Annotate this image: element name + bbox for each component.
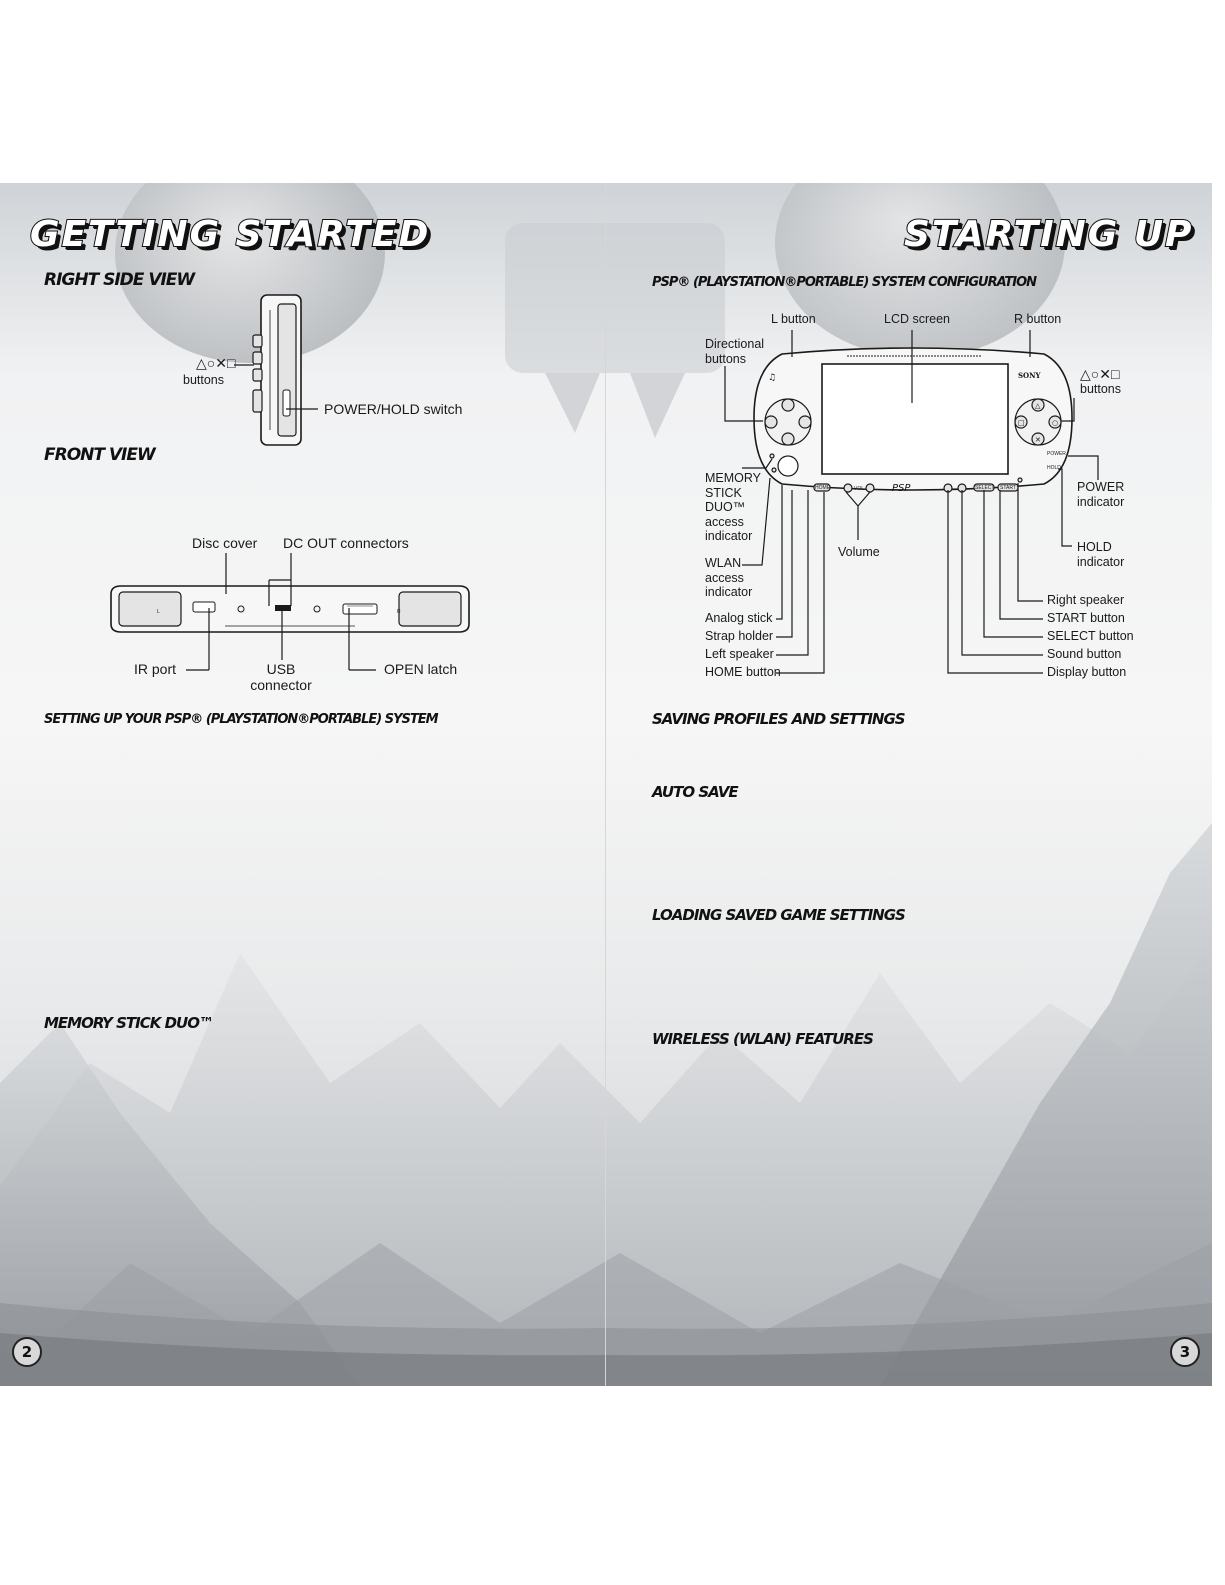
front-r-mark: R: [397, 609, 401, 615]
saving-profiles-heading: Saving Profiles and Settings: [652, 710, 906, 728]
svg-text:△: △: [1035, 402, 1041, 410]
memory-stick-heading: Memory Stick Duo™: [44, 1014, 214, 1032]
hold-indicator-label-2: indicator: [1077, 555, 1125, 569]
left-page-number: 2: [12, 1337, 42, 1367]
sound-button-label: Sound button: [1047, 647, 1122, 661]
open-latch-slider: [342, 603, 378, 615]
setup-heading: Setting up your PSP® (PlayStation®Portab…: [44, 712, 439, 727]
svg-text:○: ○: [1052, 419, 1058, 427]
start-button-label: START button: [1047, 611, 1125, 625]
mountain-background-art: [0, 183, 1212, 1386]
loading-settings-heading: Loading Saved Game Settings: [652, 906, 906, 924]
power-indicator-label-1: POWER: [1077, 480, 1125, 494]
front-l-mark: L: [157, 609, 160, 615]
display-button-label: Display button: [1047, 665, 1127, 679]
lcd-screen: [821, 363, 1009, 475]
power-hold-switch-label: POWER/HOLD switch: [324, 401, 463, 417]
system-configuration-heading: PSP® (PlayStation®Portable) system confi…: [652, 275, 1037, 290]
hold-indicator-label-1: HOLD: [1077, 540, 1112, 554]
power-mark: POWER: [1047, 451, 1066, 457]
svg-text:□: □: [1018, 419, 1025, 427]
ir-port-window: [192, 601, 216, 613]
directional-label-1: Directional: [705, 337, 765, 351]
start-mark: START: [1000, 485, 1016, 491]
right-side-buttons-label: buttons: [183, 373, 225, 387]
open-latch-label: OPEN latch: [384, 661, 458, 677]
psp-front-face-illustration: SONY ♫ △ ✕ □ ○ HOME VOL PSP SELECT START…: [753, 347, 1073, 494]
analog-stick: [777, 455, 799, 477]
left-speaker-label: Left speaker: [705, 647, 774, 661]
directional-label-2: buttons: [705, 352, 747, 366]
memory-indicator-label-3: DUO™: [705, 500, 746, 514]
volume-label: Volume: [838, 545, 880, 559]
select-mark: SELECT: [975, 485, 994, 491]
memory-indicator-label-1: MEMORY: [705, 471, 762, 485]
left-page-banner: Getting Started: [29, 213, 431, 256]
psp-right-side-illustration: [252, 294, 302, 446]
wlan-indicator-label-2: access: [705, 571, 744, 585]
right-speaker-label: Right speaker: [1047, 593, 1125, 607]
face-buttons-label: buttons: [1080, 382, 1122, 396]
usb-connector-label-2: connector: [250, 677, 312, 693]
psp-logo-mark: PSP: [892, 483, 911, 494]
hold-mark: HOLD: [1047, 465, 1061, 471]
l-button-label: L button: [771, 312, 816, 326]
right-side-symbols-label: △○✕□: [196, 355, 236, 371]
usb-connector-label-1: USB: [266, 661, 296, 677]
dc-out-connectors-label: DC OUT connectors: [283, 535, 409, 551]
home-button-label: HOME button: [705, 665, 781, 679]
page-gutter: [605, 183, 606, 1386]
select-button-label: SELECT button: [1047, 629, 1134, 643]
right-page-number: 3: [1170, 1337, 1200, 1367]
right-page-banner: Starting Up: [903, 213, 1194, 256]
wlan-indicator-label-3: indicator: [705, 585, 753, 599]
ir-port-label: IR port: [134, 661, 177, 677]
usb-port: [275, 605, 291, 611]
wireless-features-heading: Wireless (WLAN) Features: [652, 1030, 874, 1048]
analog-stick-label: Analog stick: [705, 611, 773, 625]
wlan-indicator-label-1: WLAN: [705, 556, 742, 570]
auto-save-heading: Auto Save: [652, 783, 739, 801]
svg-text:✕: ✕: [1035, 436, 1041, 444]
home-mark: HOME: [815, 485, 831, 491]
disc-cover-label: Disc cover: [192, 535, 258, 551]
power-indicator-label-2: indicator: [1077, 495, 1125, 509]
svg-text:♫: ♫: [768, 373, 776, 383]
face-symbols-label: △○✕□: [1080, 366, 1120, 382]
strap-holder-label: Strap holder: [705, 629, 774, 643]
r-button-label: R button: [1014, 312, 1062, 326]
psp-front-illustration: L R: [110, 585, 470, 633]
sony-logo-mark: SONY: [1018, 371, 1042, 380]
lcd-screen-label: LCD screen: [884, 312, 950, 326]
vol-mark: VOL: [854, 486, 864, 492]
memory-indicator-label-2: STICK: [705, 486, 742, 500]
front-view-heading: Front View: [44, 445, 156, 465]
right-side-view-heading: Right Side View: [44, 270, 195, 290]
memory-indicator-label-5: indicator: [705, 529, 753, 543]
memory-indicator-label-4: access: [705, 515, 744, 529]
